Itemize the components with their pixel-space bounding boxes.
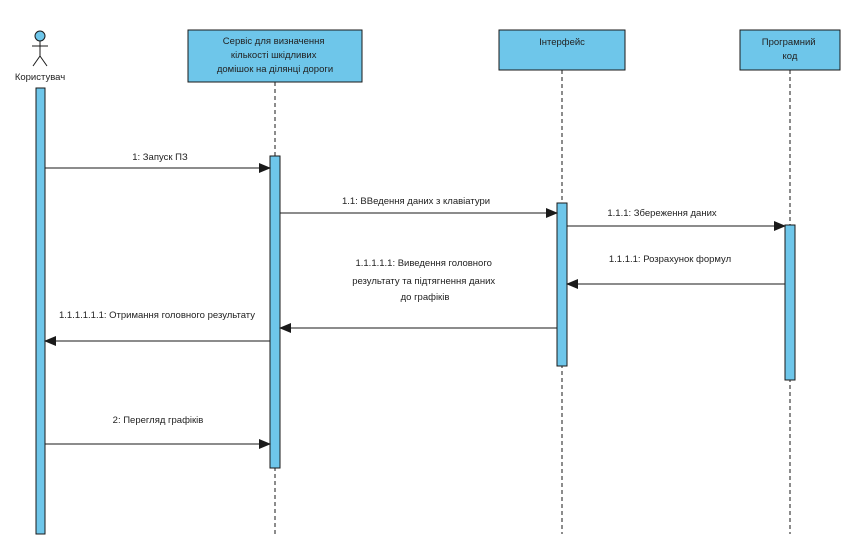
message-1-1-1-1-1: 1.1.1.1.1: Виведення головного результат… bbox=[279, 258, 557, 333]
message-1-1-1-1-1-1: 1.1.1.1.1.1: Отримання головного результ… bbox=[44, 310, 270, 346]
message-1-label: 1: Запуск ПЗ bbox=[132, 152, 188, 163]
lifeline-code-box bbox=[739, 29, 841, 71]
lifeline-service-box bbox=[187, 29, 363, 83]
actor-icon bbox=[32, 30, 48, 67]
message-1-1-1: 1.1.1: Збереження даних bbox=[567, 208, 786, 231]
actor-activation bbox=[35, 87, 46, 535]
message-2: 2: Перегляд графіків bbox=[45, 415, 271, 449]
message-1: 1: Запуск ПЗ bbox=[45, 152, 271, 173]
actor-name: Користувач bbox=[15, 72, 65, 83]
message-1-1-1-label: 1.1.1: Збереження даних bbox=[607, 208, 717, 219]
message-1-1-1-1-1-label: 1.1.1.1.1: Виведення головного результат… bbox=[352, 258, 498, 303]
lifeline-service-title: Сервіс для визначення кількості шкідливи… bbox=[217, 36, 333, 75]
lifeline-service: Сервіс для визначення кількості шкідливи… bbox=[187, 29, 363, 534]
message-2-label: 2: Перегляд графіків bbox=[113, 415, 204, 426]
interface-activation bbox=[556, 202, 568, 367]
lifeline-interface-title: Інтерфейс bbox=[539, 37, 585, 48]
lifeline-code: Програмний код bbox=[739, 29, 841, 534]
actor-user: Користувач bbox=[15, 30, 65, 83]
message-1-1-1-1: 1.1.1.1: Розрахунок формул bbox=[566, 254, 785, 289]
service-activation bbox=[269, 155, 281, 469]
message-1-1-1-1-1-1-label: 1.1.1.1.1.1: Отримання головного результ… bbox=[59, 310, 255, 321]
lifeline-code-title: Програмний код bbox=[762, 37, 818, 62]
lifeline-interface-box bbox=[498, 29, 626, 71]
message-1-1-label: 1.1: ВВедення даних з клавіатури bbox=[342, 196, 490, 207]
code-activation bbox=[784, 224, 796, 381]
message-1-1: 1.1: ВВедення даних з клавіатури bbox=[280, 196, 558, 218]
message-1-1-1-1-label: 1.1.1.1: Розрахунок формул bbox=[609, 254, 731, 265]
